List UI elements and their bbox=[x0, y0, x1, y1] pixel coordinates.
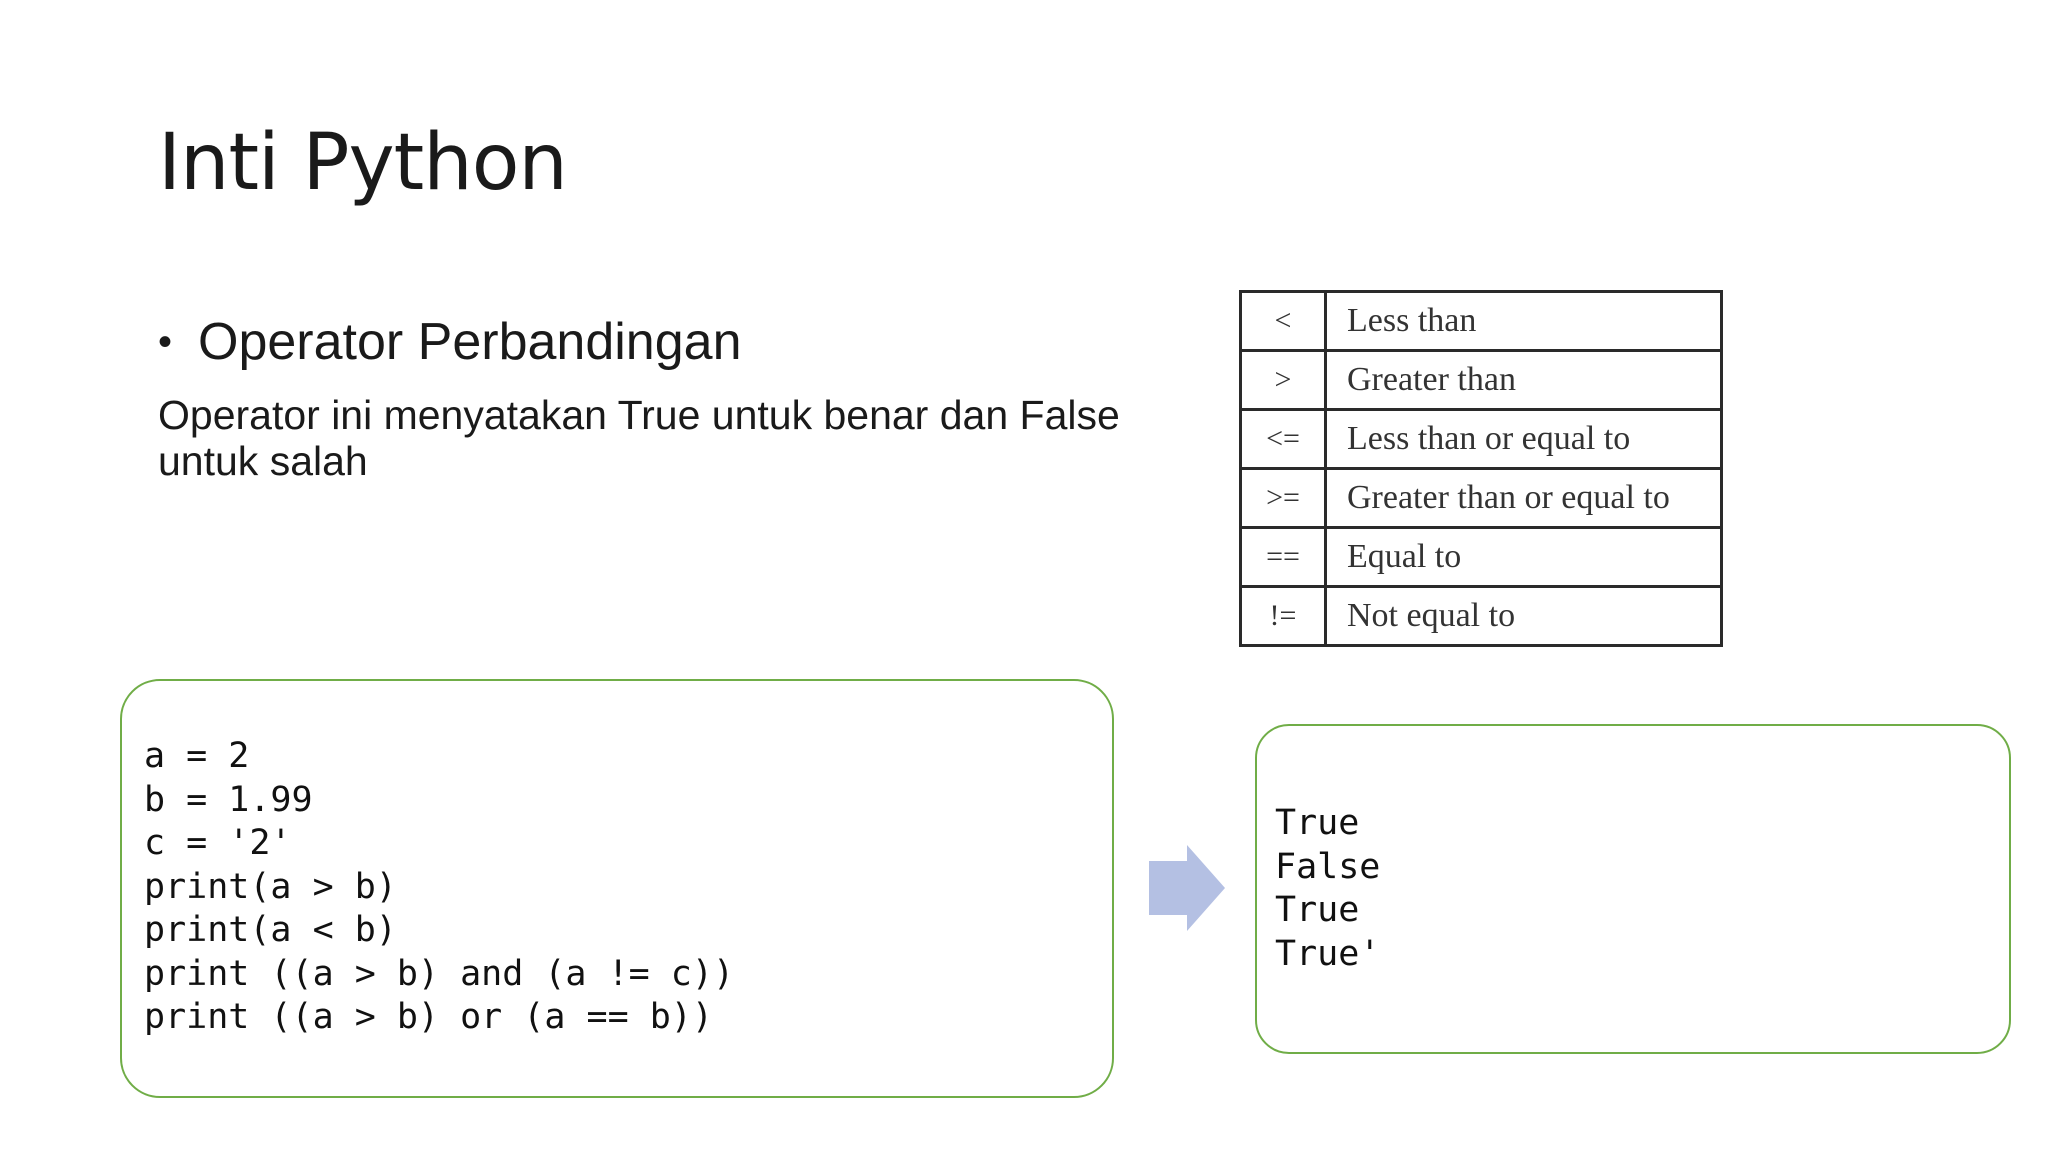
operator-table: < Less than > Greater than <= Less than … bbox=[1239, 290, 1723, 647]
output-block: True False True True' bbox=[1275, 802, 1380, 976]
operator-meaning: Not equal to bbox=[1325, 585, 1722, 646]
code-line: b = 1.99 bbox=[144, 779, 313, 820]
operator-meaning: Greater than or equal to bbox=[1325, 467, 1722, 528]
operator-row: == Equal to bbox=[1240, 526, 1722, 587]
output-box: True False True True' bbox=[1255, 724, 2011, 1054]
operator-row: > Greater than bbox=[1240, 349, 1722, 410]
bullet-heading-text: Operator Perbandingan bbox=[198, 313, 742, 371]
operator-meaning: Less than bbox=[1347, 302, 1477, 339]
code-line: print ((a > b) and (a != c)) bbox=[144, 953, 735, 994]
operator-meaning: Greater than bbox=[1325, 349, 1722, 410]
slide-title: Inti Python bbox=[158, 118, 568, 208]
description-text: Operator ini menyatakan True untuk benar… bbox=[158, 392, 1120, 484]
output-line: True' bbox=[1275, 933, 1381, 974]
output-line: True bbox=[1275, 890, 1360, 930]
bullet-icon: • bbox=[158, 319, 173, 364]
code-line: c = '2' bbox=[144, 823, 292, 863]
operator-symbol: >= bbox=[1240, 467, 1327, 528]
operator-symbol: <= bbox=[1240, 408, 1327, 469]
code-line: print(a < b) bbox=[144, 910, 397, 950]
operator-symbol: > bbox=[1240, 349, 1327, 410]
operator-meaning: Equal to bbox=[1325, 526, 1722, 587]
operator-symbol: < bbox=[1240, 291, 1327, 351]
operator-row: <= Less than or equal to bbox=[1240, 408, 1722, 469]
operator-row: < Less than bbox=[1240, 291, 1722, 351]
operator-meaning: Less than or equal to bbox=[1325, 408, 1722, 469]
operator-row: >= Greater than or equal to bbox=[1240, 467, 1722, 528]
code-line: print ((a > b) or (a == b)) bbox=[144, 997, 713, 1037]
operator-row: != Not equal to bbox=[1240, 585, 1722, 646]
operator-symbol: != bbox=[1240, 585, 1327, 646]
operator-symbol: == bbox=[1240, 526, 1327, 587]
output-line: True bbox=[1275, 803, 1360, 843]
bullet-heading: • Operator Perbandingan bbox=[158, 312, 742, 372]
right-arrow-icon bbox=[1149, 845, 1225, 931]
code-line: print(a > b) bbox=[144, 866, 397, 907]
output-line: False bbox=[1275, 846, 1381, 887]
code-line: a = 2 bbox=[144, 736, 250, 776]
